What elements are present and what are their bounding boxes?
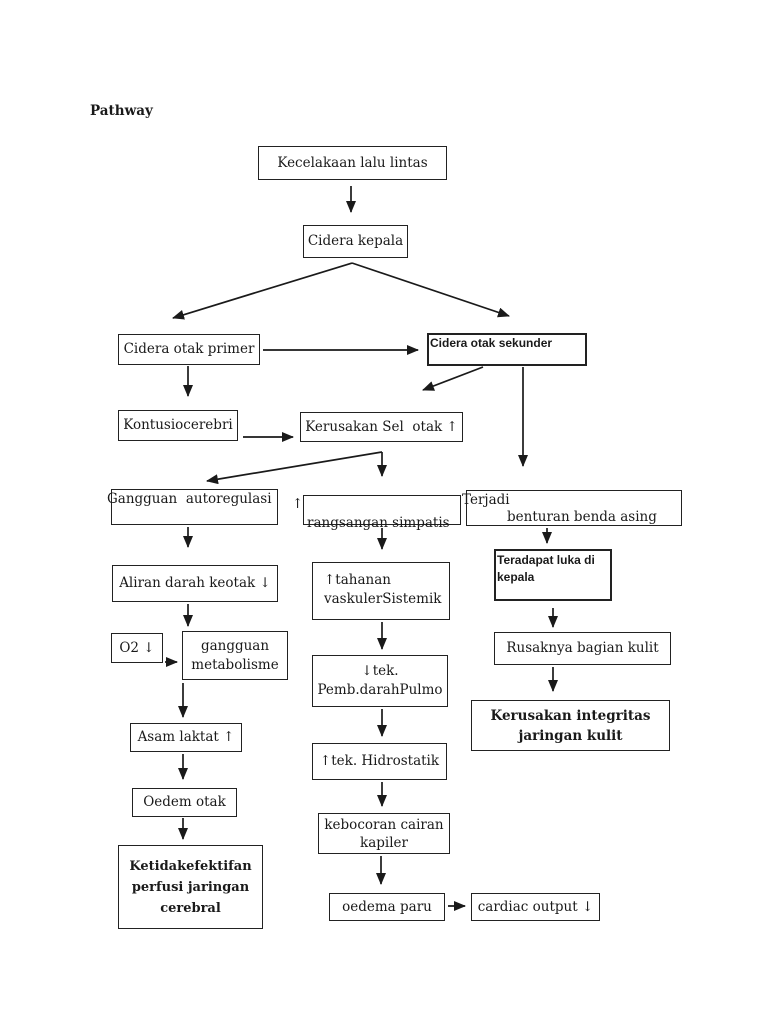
node-label-line1: Kerusakan integritas — [490, 707, 651, 724]
node-label-line2: perfusi jaringan — [131, 879, 250, 895]
node-label-line2: kapiler — [360, 834, 408, 851]
node-aliran-darah-keotak: Aliran darah keotak ↓ — [112, 565, 278, 602]
node-label-line1: kebocoran cairan — [324, 816, 444, 833]
page-title: Pathway — [90, 103, 153, 119]
up-arrow-glyph: ↑ — [292, 496, 304, 512]
node-label-line2: benturan benda asing — [507, 509, 657, 525]
node-label-line1: Ketidakefektifan — [129, 858, 252, 874]
node-tahanan-vaskuler-sistemik: ↑tahanan vaskulerSistemik — [312, 562, 450, 620]
node-kecelakaan-lalu-lintas: Kecelakaan lalu lintas — [258, 146, 447, 180]
node-terjadi-benturan-benda-asing: Terjadi benturan benda asing — [462, 490, 682, 526]
node-label: Gangguan autoregulasi — [107, 491, 272, 507]
node-label-line2: kepala — [497, 570, 535, 584]
node-label-line1: Terjadi — [462, 492, 510, 508]
node-gangguan-autoregulasi: Gangguan autoregulasi — [107, 489, 278, 525]
node-kebocoran-cairan-kapiler: kebocoran cairan kapiler — [318, 813, 450, 854]
node-label-line2: jaringan kulit — [518, 727, 623, 744]
node-cardiac-output: cardiac output ↓ — [471, 893, 600, 921]
node-cidera-kepala: Cidera kepala — [303, 225, 408, 258]
node-label: rangsangan simpatis — [307, 514, 450, 531]
arrow-kerusakansel-autoregulasi — [206, 451, 383, 485]
node-cidera-otak-sekunder: Cidera otak sekunder — [427, 333, 587, 366]
node-kerusakan-sel-otak: Kerusakan Sel otak ↑ — [300, 412, 463, 442]
node-tek-hidrostatik: ↑tek. Hidrostatik — [312, 743, 447, 780]
node-label-line3: cerebral — [160, 900, 221, 916]
node-oedem-otak: Oedem otak — [132, 788, 237, 817]
node-ketidakefektifan-perfusi-jaringan-cerebral: Ketidakefektifan perfusi jaringan cerebr… — [118, 845, 263, 929]
node-label-line1: ↑tahanan — [324, 572, 391, 588]
node-label-line1: gangguan — [200, 637, 270, 654]
node-cidera-otak-primer: Cidera otak primer — [118, 334, 260, 365]
node-teradapat-luka-di-kepala: Teradapat luka di kepala — [494, 549, 612, 601]
node-gangguan-metabolisme: gangguan metabolisme — [182, 631, 288, 680]
node-label-line2: vaskulerSistemik — [324, 591, 442, 607]
node-rusaknya-bagian-kulit: Rusaknya bagian kulit — [494, 632, 671, 665]
node-kontusiocerebri: Kontusiocerebri — [118, 410, 238, 441]
node-tek-pemb-darah-pulmo: ↓tek. Pemb.darahPulmo — [312, 655, 448, 707]
node-oedema-paru: oedema paru — [329, 893, 445, 921]
arrow-sekunder-kerusakansel — [422, 366, 484, 391]
node-kerusakan-integritas-jaringan-kulit: Kerusakan integritas jaringan kulit — [471, 700, 670, 751]
node-rangsangan-simpatis: ↑ rangsangan simpatis — [292, 495, 461, 531]
node-o2: O2 ↓ — [111, 633, 163, 663]
node-label-line2: metabolisme — [191, 656, 279, 673]
arrow-cidera-sekunder — [351, 262, 510, 318]
node-label-line1: Teradapat luka di — [497, 553, 595, 567]
node-label-line1: ↓tek. — [361, 663, 399, 679]
node-label-line2: Pemb.darahPulmo — [317, 682, 443, 698]
node-asam-laktat: Asam laktat ↑ — [130, 723, 242, 752]
arrow-cidera-primer — [172, 262, 353, 320]
